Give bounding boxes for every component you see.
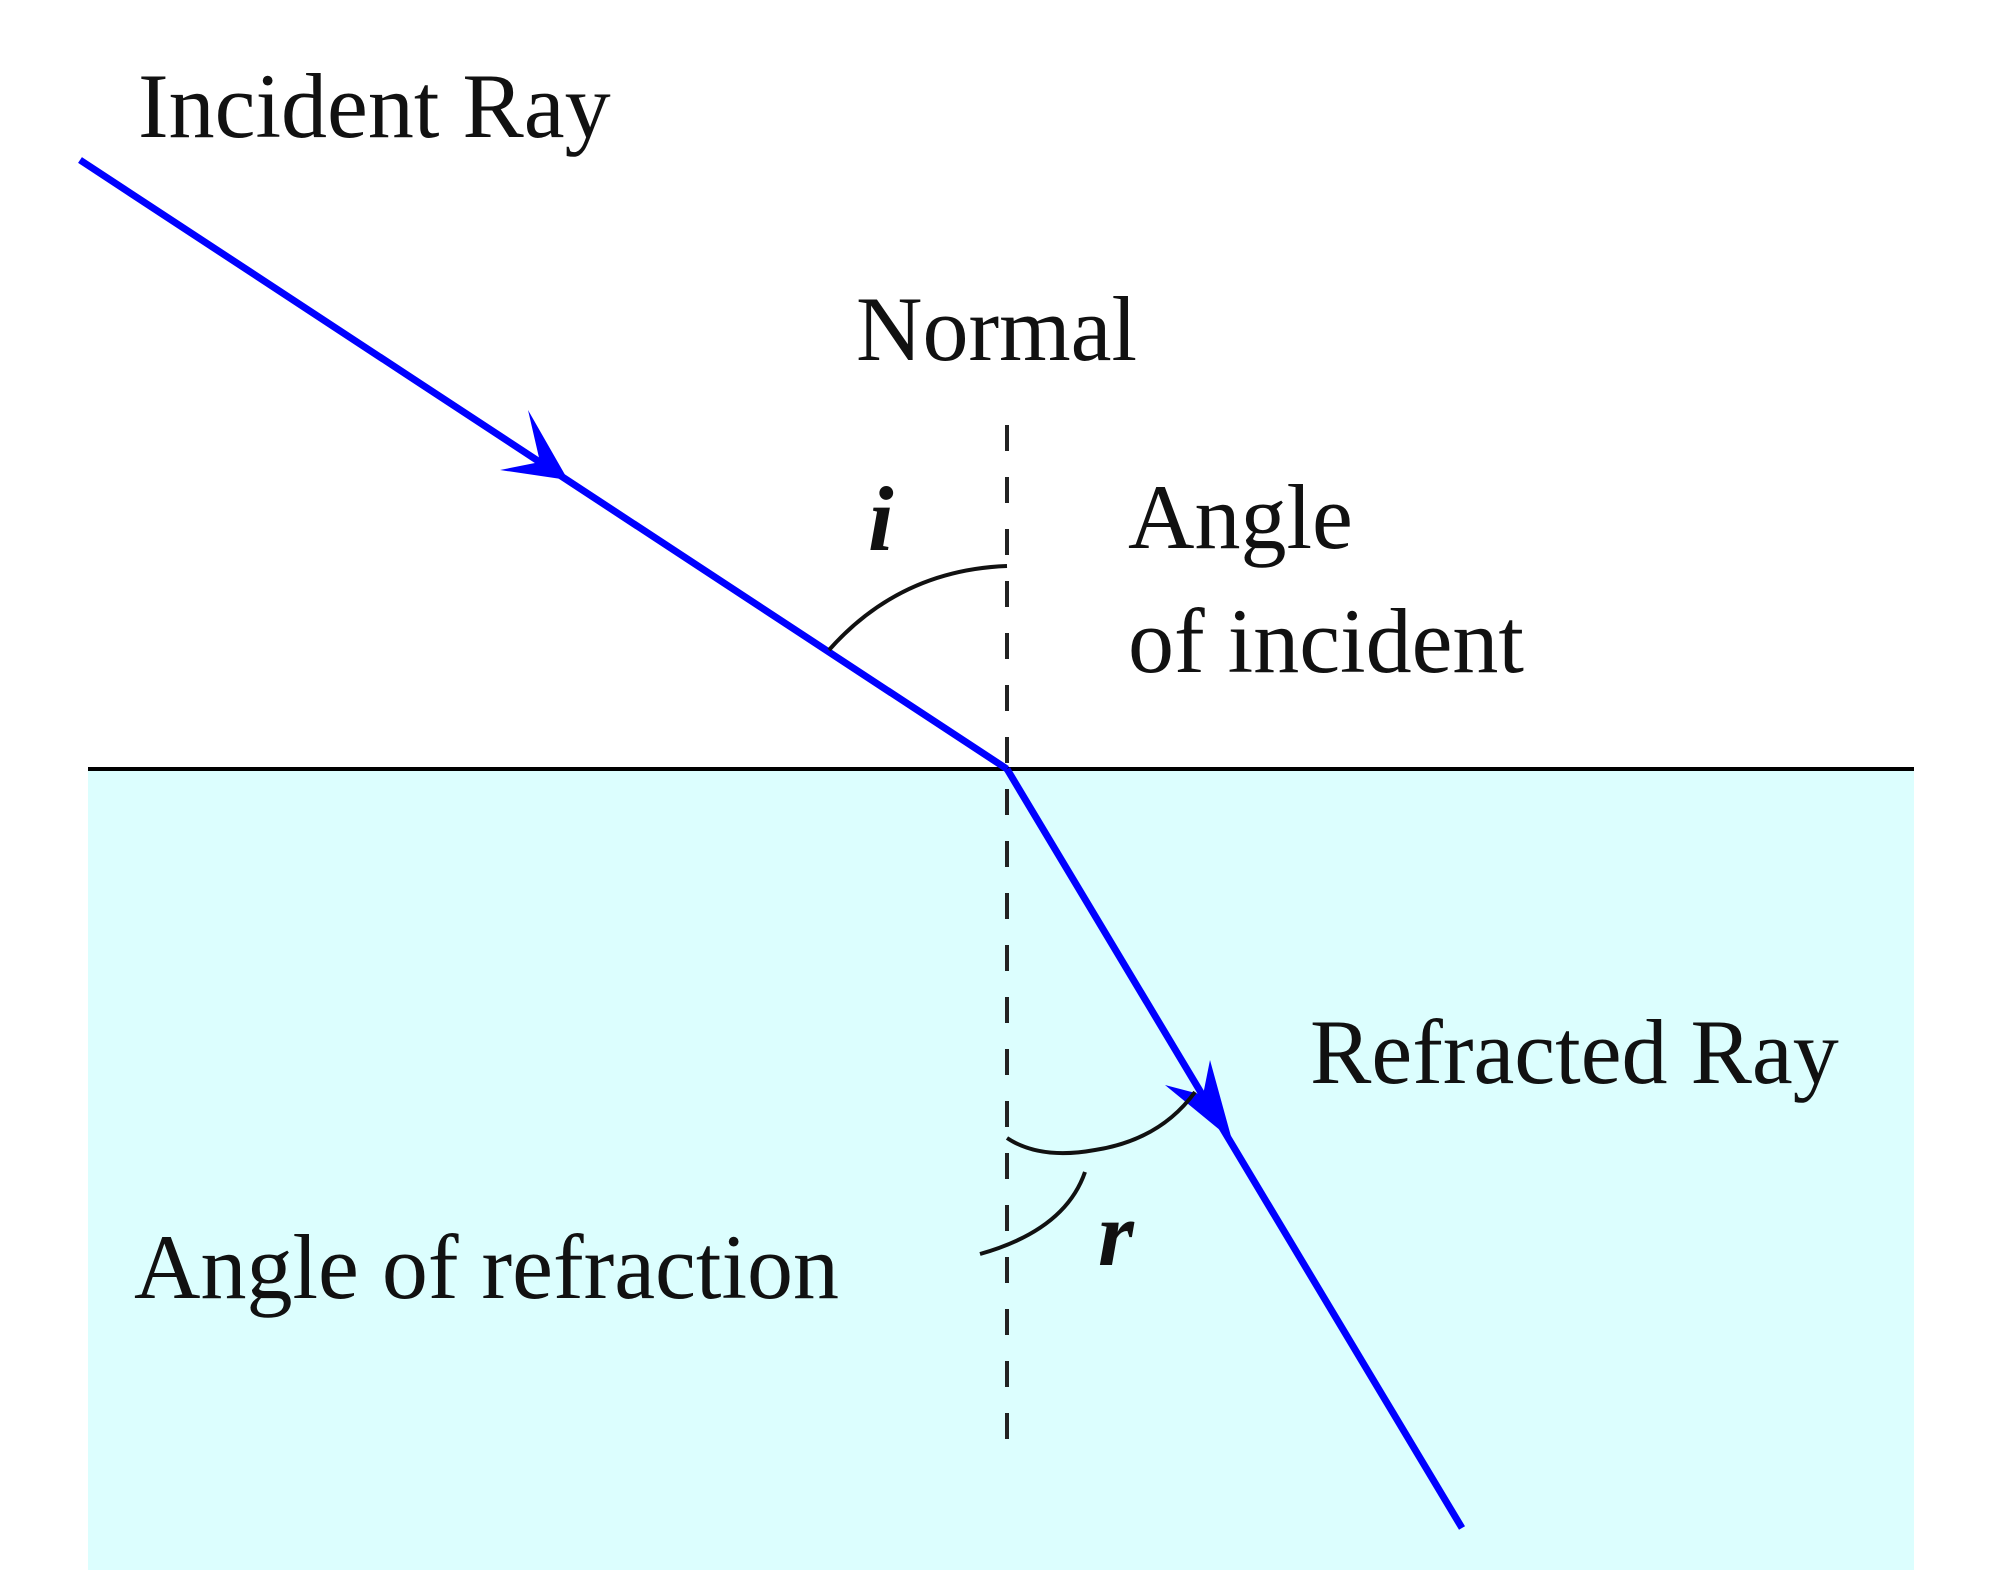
angle-r-arc (1005, 1090, 1197, 1156)
angle-refraction-label: Angle of refraction (134, 1216, 839, 1318)
symbol-r: r (1098, 1183, 1135, 1285)
refracted-ray (1003, 767, 1466, 1530)
incident-ray-label: Incident Ray (138, 55, 611, 157)
angle-incident-label-line2: of incident (1128, 590, 1524, 692)
symbol-i: i (868, 468, 894, 570)
normal-label: Normal (856, 278, 1137, 380)
angle-incident-label-line1: Angle (1128, 466, 1353, 568)
refracted-ray-arrow (1165, 1060, 1232, 1140)
refracted-ray-label: Refracted Ray (1310, 1001, 1839, 1103)
incident-ray-arrow (500, 410, 568, 480)
angle-i-arc (827, 564, 1008, 652)
denser-medium (88, 770, 1914, 1570)
angle-r-leader (979, 1171, 1087, 1256)
